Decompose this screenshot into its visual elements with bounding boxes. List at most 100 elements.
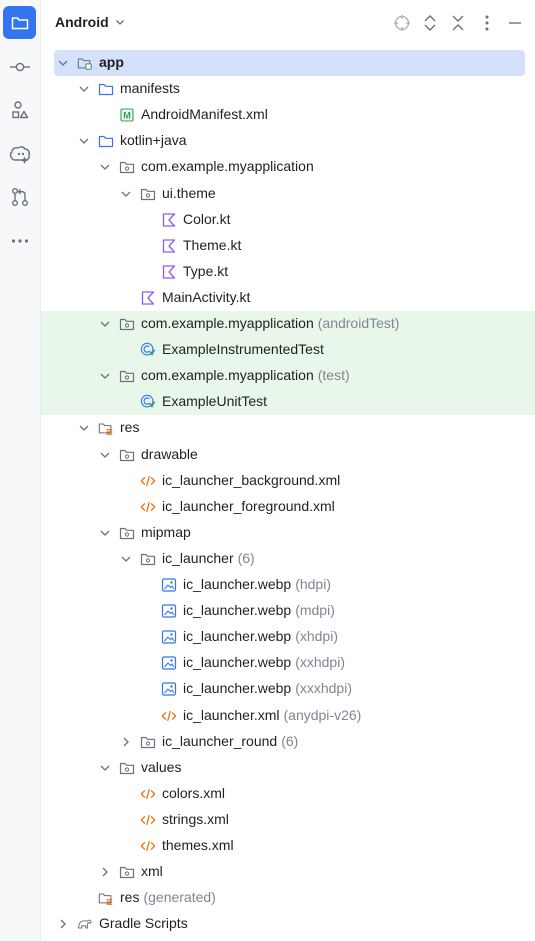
- tree-item-name: ic_launcher_background.xml: [162, 471, 341, 488]
- gradle-icon: [77, 916, 93, 932]
- tree-row[interactable]: Theme.kt: [41, 233, 535, 259]
- tree-item-label: manifests: [120, 80, 180, 96]
- options-button[interactable]: [477, 13, 497, 33]
- tree-row[interactable]: kotlin+java: [41, 128, 535, 154]
- tree-row[interactable]: com.example.myapplication: [41, 154, 535, 180]
- tree-row[interactable]: ic_launcher.webp(xxhdpi): [41, 650, 535, 676]
- tree-row[interactable]: ic_launcher(6): [41, 546, 535, 572]
- chevron-down-icon[interactable]: [99, 370, 111, 382]
- xml-file-icon: [140, 812, 156, 828]
- tree-row[interactable]: com.example.myapplication(androidTest): [41, 311, 535, 337]
- tree-item-label: values: [141, 759, 181, 775]
- collapse-all-button[interactable]: [448, 13, 468, 33]
- tree-row[interactable]: ic_launcher.xml(anydpi-v26): [41, 703, 535, 729]
- minimize-button[interactable]: [505, 13, 525, 33]
- tree-item-label: drawable: [141, 446, 198, 462]
- chevron-right-icon[interactable]: [99, 866, 111, 878]
- tree-row[interactable]: ExampleUnitTest: [41, 389, 535, 416]
- tree-row[interactable]: res: [41, 415, 535, 441]
- tree-row[interactable]: ui.theme: [41, 181, 535, 207]
- tree-row[interactable]: ic_launcher.webp(xxxhdpi): [41, 676, 535, 702]
- chevron-down-icon[interactable]: [120, 553, 132, 565]
- tree-item-name: com.example.myapplication: [141, 367, 314, 384]
- locate-button[interactable]: [392, 13, 412, 33]
- tree-item-label: Type.kt: [183, 263, 228, 279]
- tree-row[interactable]: com.example.myapplication(test): [41, 363, 535, 390]
- tree-item-label: Gradle Scripts: [99, 915, 188, 931]
- tree-row[interactable]: Gradle Scripts: [41, 911, 535, 937]
- project-icon: [11, 16, 28, 29]
- tree-row[interactable]: strings.xml: [41, 807, 535, 833]
- tree-item-suffix: (xxhdpi): [295, 654, 345, 671]
- xml-file-icon: [140, 838, 156, 854]
- tree-row[interactable]: Color.kt: [41, 207, 535, 233]
- tree-item-label: ic_launcher.webp(mdpi): [183, 602, 335, 618]
- tree-item-label: com.example.myapplication: [141, 158, 314, 174]
- chevron-down-icon[interactable]: [57, 57, 69, 69]
- tree-row[interactable]: ic_launcher.webp(mdpi): [41, 598, 535, 624]
- structure-tool-button[interactable]: [3, 93, 36, 126]
- chevron-down-icon[interactable]: [99, 762, 111, 774]
- tree-item-name: ic_launcher: [162, 549, 234, 566]
- tree-item-label: ExampleInstrumentedTest: [162, 341, 324, 357]
- tree-item-label: app: [99, 54, 124, 70]
- gemini-tool-button[interactable]: [3, 137, 36, 170]
- chevron-down-icon[interactable]: [99, 161, 111, 173]
- chevron-right-icon[interactable]: [57, 918, 69, 930]
- package-icon: [140, 186, 156, 202]
- tree-row[interactable]: app: [41, 50, 535, 76]
- expand-all-icon: [424, 15, 436, 31]
- image-file-icon: [161, 603, 177, 619]
- tree-item-label: AndroidManifest.xml: [141, 106, 268, 122]
- tree-row[interactable]: drawable: [41, 442, 535, 468]
- kotlin-file-icon: [161, 212, 177, 228]
- chevron-right-icon[interactable]: [120, 736, 132, 748]
- tree-row[interactable]: colors.xml: [41, 781, 535, 807]
- kotlin-file-icon: [161, 264, 177, 280]
- selection-highlight: [54, 50, 525, 76]
- tree-row[interactable]: ic_launcher.webp(xhdpi): [41, 624, 535, 650]
- tree-row[interactable]: res(generated): [41, 885, 535, 911]
- tree-row[interactable]: MainActivity.kt: [41, 285, 535, 311]
- tree-row[interactable]: values: [41, 755, 535, 781]
- view-selector-label: Android: [55, 14, 109, 30]
- view-selector[interactable]: Android: [55, 14, 125, 30]
- tree-row[interactable]: M AndroidManifest.xml: [41, 102, 535, 128]
- expand-all-button[interactable]: [420, 13, 440, 33]
- tree-item-name: ic_launcher.webp: [183, 576, 292, 592]
- kotlin-file-icon: [140, 290, 156, 306]
- tree-item-suffix: (6): [281, 732, 299, 749]
- tool-window-strip: [0, 0, 41, 941]
- tree-row[interactable]: ic_launcher_background.xml: [41, 468, 535, 494]
- project-tool-button[interactable]: [3, 6, 36, 39]
- tree-row[interactable]: manifests: [41, 76, 535, 102]
- more-tool-windows-button[interactable]: [3, 224, 36, 257]
- tree-row[interactable]: Type.kt: [41, 259, 535, 285]
- image-file-icon: [161, 629, 177, 645]
- pull-requests-tool-button[interactable]: [3, 180, 36, 213]
- commit-tool-button[interactable]: [3, 50, 36, 83]
- chevron-down-icon[interactable]: [78, 422, 90, 434]
- tree-row[interactable]: ExampleInstrumentedTest: [41, 337, 535, 364]
- tree-row[interactable]: ic_launcher_round(6): [41, 729, 535, 755]
- tree-row[interactable]: ic_launcher.webp(hdpi): [41, 572, 535, 598]
- tree-row[interactable]: mipmap: [41, 520, 535, 546]
- tree-row[interactable]: themes.xml: [41, 833, 535, 859]
- chevron-down-icon[interactable]: [99, 527, 111, 539]
- collapse-all-icon: [452, 15, 464, 31]
- chevron-down-icon[interactable]: [78, 135, 90, 147]
- chevron-down-icon[interactable]: [120, 188, 132, 200]
- chevron-down-icon[interactable]: [99, 318, 111, 330]
- tree-item-label: ic_launcher_background.xml: [162, 472, 340, 488]
- svg-text:M: M: [123, 111, 131, 121]
- module-folder-icon: [77, 55, 93, 71]
- kotlin-file-icon: [161, 238, 177, 254]
- tree-item-label: ic_launcher.webp(xhdpi): [183, 628, 338, 644]
- tree-row[interactable]: ic_launcher_foreground.xml: [41, 494, 535, 520]
- tree-item-name: Theme.kt: [183, 236, 242, 253]
- chevron-down-icon[interactable]: [99, 449, 111, 461]
- xml-file-icon: [140, 499, 156, 515]
- tree-row[interactable]: xml: [41, 859, 535, 885]
- tree-item-label: kotlin+java: [120, 132, 187, 148]
- chevron-down-icon[interactable]: [78, 83, 90, 95]
